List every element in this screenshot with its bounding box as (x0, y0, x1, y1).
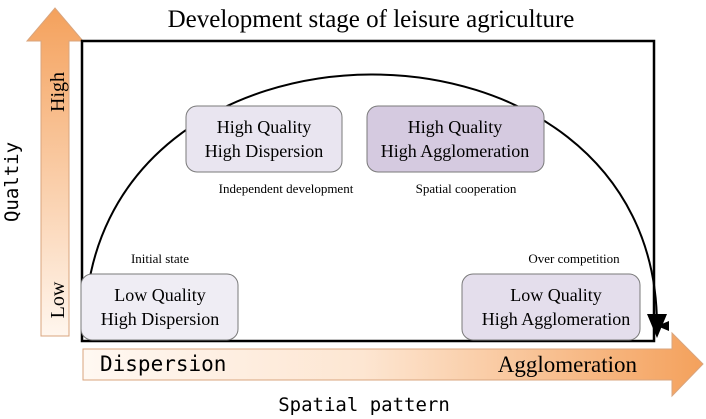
stage-competition-line1: Low Quality (510, 285, 602, 305)
stage-initial-line2: High Dispersion (101, 309, 220, 329)
quality-arrow (25, 7, 85, 337)
spatial-pattern-arrow (82, 331, 704, 398)
x-axis-label: Spatial pattern (278, 394, 450, 416)
stage-initial-caption: Initial state (131, 251, 189, 266)
stage-independent-caption: Independent development (219, 181, 354, 196)
x-axis-right-label: Agglomeration (498, 352, 638, 377)
x-axis-left-label: Dispersion (100, 352, 226, 376)
arc-arrowhead-icon (647, 314, 667, 338)
plot-frame (80, 39, 656, 343)
stage-box-cooperation (366, 105, 545, 173)
y-axis-high-label: High (47, 72, 69, 112)
y-axis-label: Qualtiy (1, 142, 23, 222)
stage-initial-line1: Low Quality (114, 285, 206, 305)
stage-competition-caption: Over competition (528, 251, 620, 266)
development-arc (84, 73, 670, 331)
stage-cooperation-caption: Spatial cooperation (416, 181, 517, 196)
stage-independent-line2: High Dispersion (205, 141, 324, 161)
stage-independent-line1: High Quality (217, 117, 312, 137)
stage-competition-line2: High Agglomeration (482, 309, 630, 329)
stage-cooperation-line1: High Quality (408, 117, 503, 137)
y-axis-low-label: Low (47, 281, 69, 318)
stage-box-initial (80, 273, 239, 341)
stage-cooperation-line2: High Agglomeration (381, 141, 529, 161)
stage-box-independent (185, 105, 343, 173)
diagram-title: Development stage of leisure agriculture (168, 6, 575, 33)
stage-box-competition (461, 273, 641, 341)
